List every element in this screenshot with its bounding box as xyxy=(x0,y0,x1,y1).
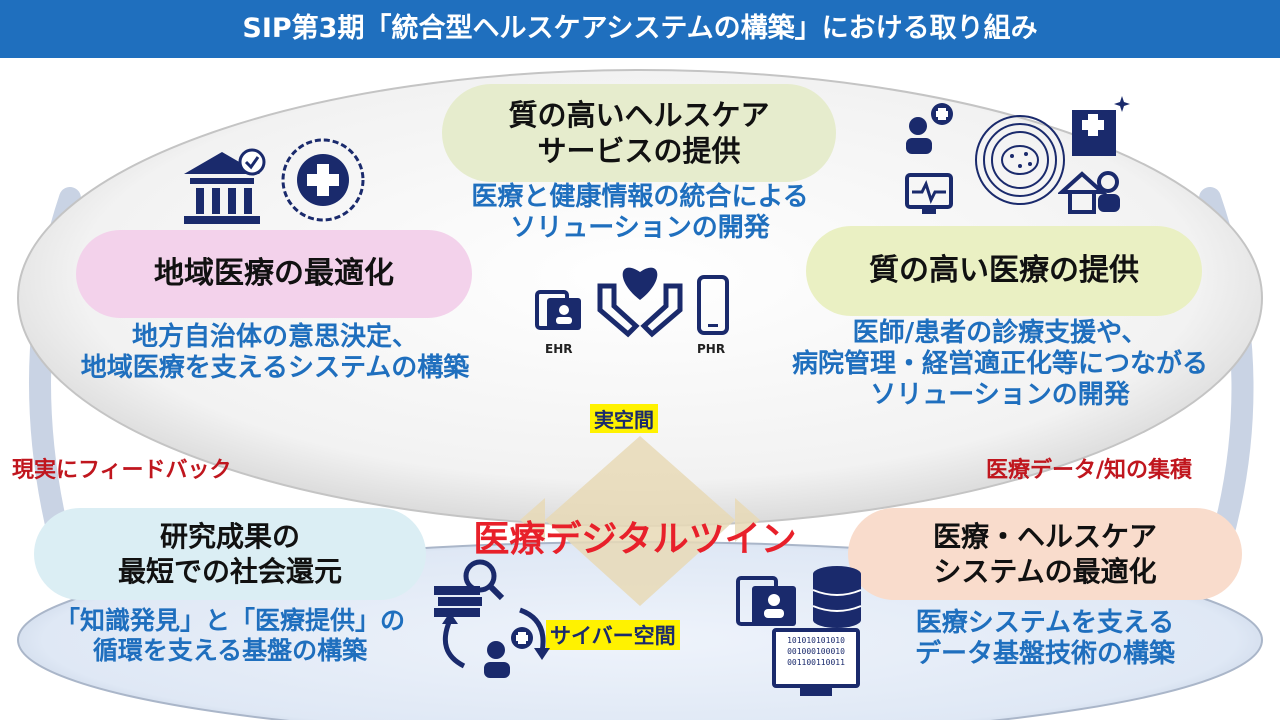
regional-subtitle: 地方自治体の意思決定、 地域医療を支えるシステムの構築 xyxy=(20,322,530,384)
research-title-line1: 研究成果の xyxy=(159,520,300,553)
quality-care-sub-line3: ソリューションの開発 xyxy=(870,380,1130,411)
research-subtitle: 「知識発見」と「医療提供」の 循環を支える基盤の構築 xyxy=(20,606,440,666)
regional-sub-line1: 地方自治体の意思決定、 xyxy=(131,322,418,352)
medical-record-folder-icon xyxy=(736,576,796,626)
regional-sub-line2: 地域医療を支えるシステムの構築 xyxy=(80,353,470,384)
system-opt-sub-line1: 医療システムを支える xyxy=(915,608,1175,638)
center-exchange-arrows xyxy=(545,436,735,606)
ehr-label: EHR xyxy=(545,342,573,356)
binary-line2: 001000100010 xyxy=(787,647,845,656)
ehr-folder-icon xyxy=(535,290,581,330)
pill-regional-optimization: 地域医療の最適化 xyxy=(76,230,472,318)
heart-hands-icon xyxy=(597,267,683,338)
monitor-stand-icon xyxy=(800,688,832,696)
knowledge-books-icon xyxy=(434,559,505,617)
hospital-building-icon xyxy=(1072,96,1130,156)
system-opt-subtitle: 医療システムを支える データ基盤技術の構築 xyxy=(860,608,1230,670)
medical-staff-icon xyxy=(484,627,533,678)
monitor-vitals-icon xyxy=(905,173,953,214)
real-space-label: 実空間 xyxy=(590,404,658,433)
doctor-consult-icon xyxy=(906,103,953,154)
top-service-title-line2: サービスの提供 xyxy=(537,134,741,168)
government-building-icon xyxy=(184,148,266,224)
database-icon xyxy=(812,566,862,628)
home-care-icon xyxy=(1058,171,1120,214)
feedback-label: 現実にフィードバック xyxy=(12,458,232,483)
system-opt-title-line1: 医療・ヘルスケア xyxy=(932,520,1157,553)
cyber-space-label: サイバー空間 xyxy=(546,620,680,650)
data-accumulation-label: 医療データ/知の集積 xyxy=(986,458,1193,483)
regional-title: 地域医療の最適化 xyxy=(154,256,394,292)
top-service-sub-line1: 医療と健康情報の統合による xyxy=(471,182,809,212)
pill-research-return: 研究成果の 最短での社会還元 xyxy=(34,508,426,600)
binary-data-monitor-icon: 101010101010 001000100010 001100110011 xyxy=(772,628,860,688)
pill-quality-medical-care: 質の高い医療の提供 xyxy=(806,226,1202,316)
page-title: SIP第3期「統合型ヘルスケアシステムの構築」における取り組み xyxy=(0,0,1280,58)
system-opt-title-line2: システムの最適化 xyxy=(933,555,1157,588)
quality-care-title: 質の高い医療の提供 xyxy=(869,253,1139,289)
binary-line1: 101010101010 xyxy=(787,636,845,645)
city-medical-icon xyxy=(281,138,365,222)
quality-care-subtitle: 医師/患者の診療支援や、 病院管理・経営適正化等につながる ソリューションの開発 xyxy=(740,318,1260,412)
top-service-sub-line2: ソリューションの開発 xyxy=(510,213,770,244)
top-service-title-line1: 質の高いヘルスケア xyxy=(508,97,770,132)
phr-label: PHR xyxy=(697,342,726,356)
digital-twin-label: 医療デジタルツイン xyxy=(473,519,797,560)
pill-system-optimization: 医療・ヘルスケア システムの最適化 xyxy=(848,508,1242,600)
top-service-subtitle: 医療と健康情報の統合による ソリューションの開発 xyxy=(400,182,880,244)
research-sub-line1: 「知識発見」と「医療提供」の xyxy=(54,606,405,635)
binary-line3: 001100110011 xyxy=(787,658,845,667)
phr-smartphone-icon xyxy=(697,275,729,335)
ai-brain-network-icon xyxy=(975,115,1065,205)
system-opt-sub-line2: データ基盤技術の構築 xyxy=(914,639,1175,670)
cycle-arrows-icon xyxy=(442,607,550,669)
quality-care-sub-line2: 病院管理・経営適正化等につながる xyxy=(791,349,1208,380)
research-sub-line2: 循環を支える基盤の構築 xyxy=(92,636,368,665)
pill-quality-healthcare-service: 質の高いヘルスケア サービスの提供 xyxy=(442,84,836,182)
quality-care-sub-line1: 医師/患者の診療支援や、 xyxy=(852,318,1148,348)
research-title-line2: 最短での社会還元 xyxy=(117,555,342,588)
